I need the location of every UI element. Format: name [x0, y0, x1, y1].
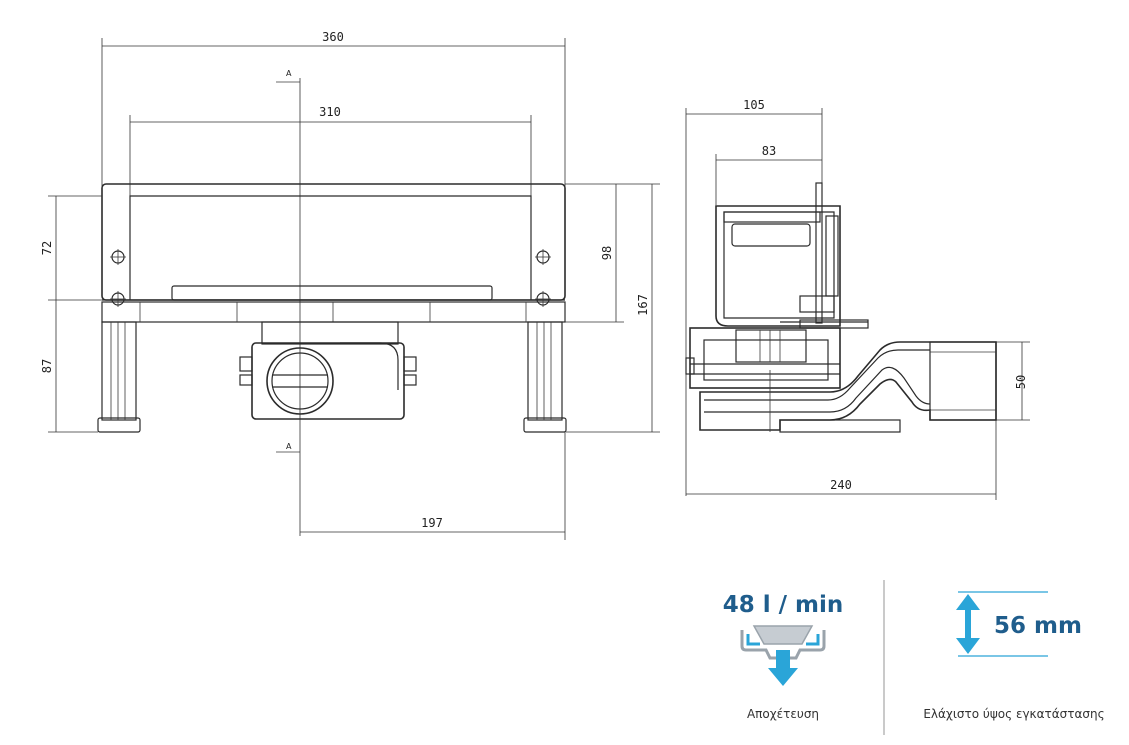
drain-flow-icon — [740, 625, 826, 686]
dim-50-label: 50 — [1014, 375, 1028, 389]
height-caption: Ελάχιστο ύψος εγκατάστασης — [923, 707, 1104, 721]
install-height-feature: 56 mm Ελάχιστο ύψος εγκατάστασης — [923, 591, 1105, 721]
dim-98-label: 98 — [600, 246, 614, 260]
dim-83-label: 83 — [762, 144, 776, 158]
dim-360-label: 360 — [322, 30, 344, 44]
drain-outlet — [266, 347, 334, 415]
dim-87-label: 87 — [40, 359, 54, 373]
dim-72-label: 72 — [40, 241, 54, 255]
front-view: 360 310 A A — [40, 30, 660, 540]
dim-105-label: 105 — [743, 98, 765, 112]
leg-right — [523, 321, 567, 433]
dim-240-label: 240 — [830, 478, 852, 492]
dim-167-label: 167 — [636, 294, 650, 316]
dim-197-label: 197 — [421, 516, 443, 530]
side-view: 105 83 — [685, 98, 1030, 500]
flow-caption: Αποχέτευση — [747, 707, 819, 721]
flow-rate-value: 48 l / min — [723, 592, 844, 618]
frame-inner — [129, 195, 532, 300]
screw-icon — [110, 291, 126, 307]
screw-icon — [535, 291, 551, 307]
height-value: 56 mm — [994, 613, 1082, 639]
frame-outer — [101, 183, 566, 301]
screw-icon — [535, 249, 551, 265]
height-arrow-icon — [956, 591, 1048, 657]
drain-body — [239, 321, 417, 420]
leg-left — [97, 321, 141, 433]
screw-icon — [110, 249, 126, 265]
section-mark-top: A — [286, 69, 292, 78]
section-mark-bottom: A — [286, 442, 292, 451]
dim-310-label: 310 — [319, 105, 341, 119]
flow-rate-feature: 48 l / min Αποχέτευση — [723, 592, 844, 721]
